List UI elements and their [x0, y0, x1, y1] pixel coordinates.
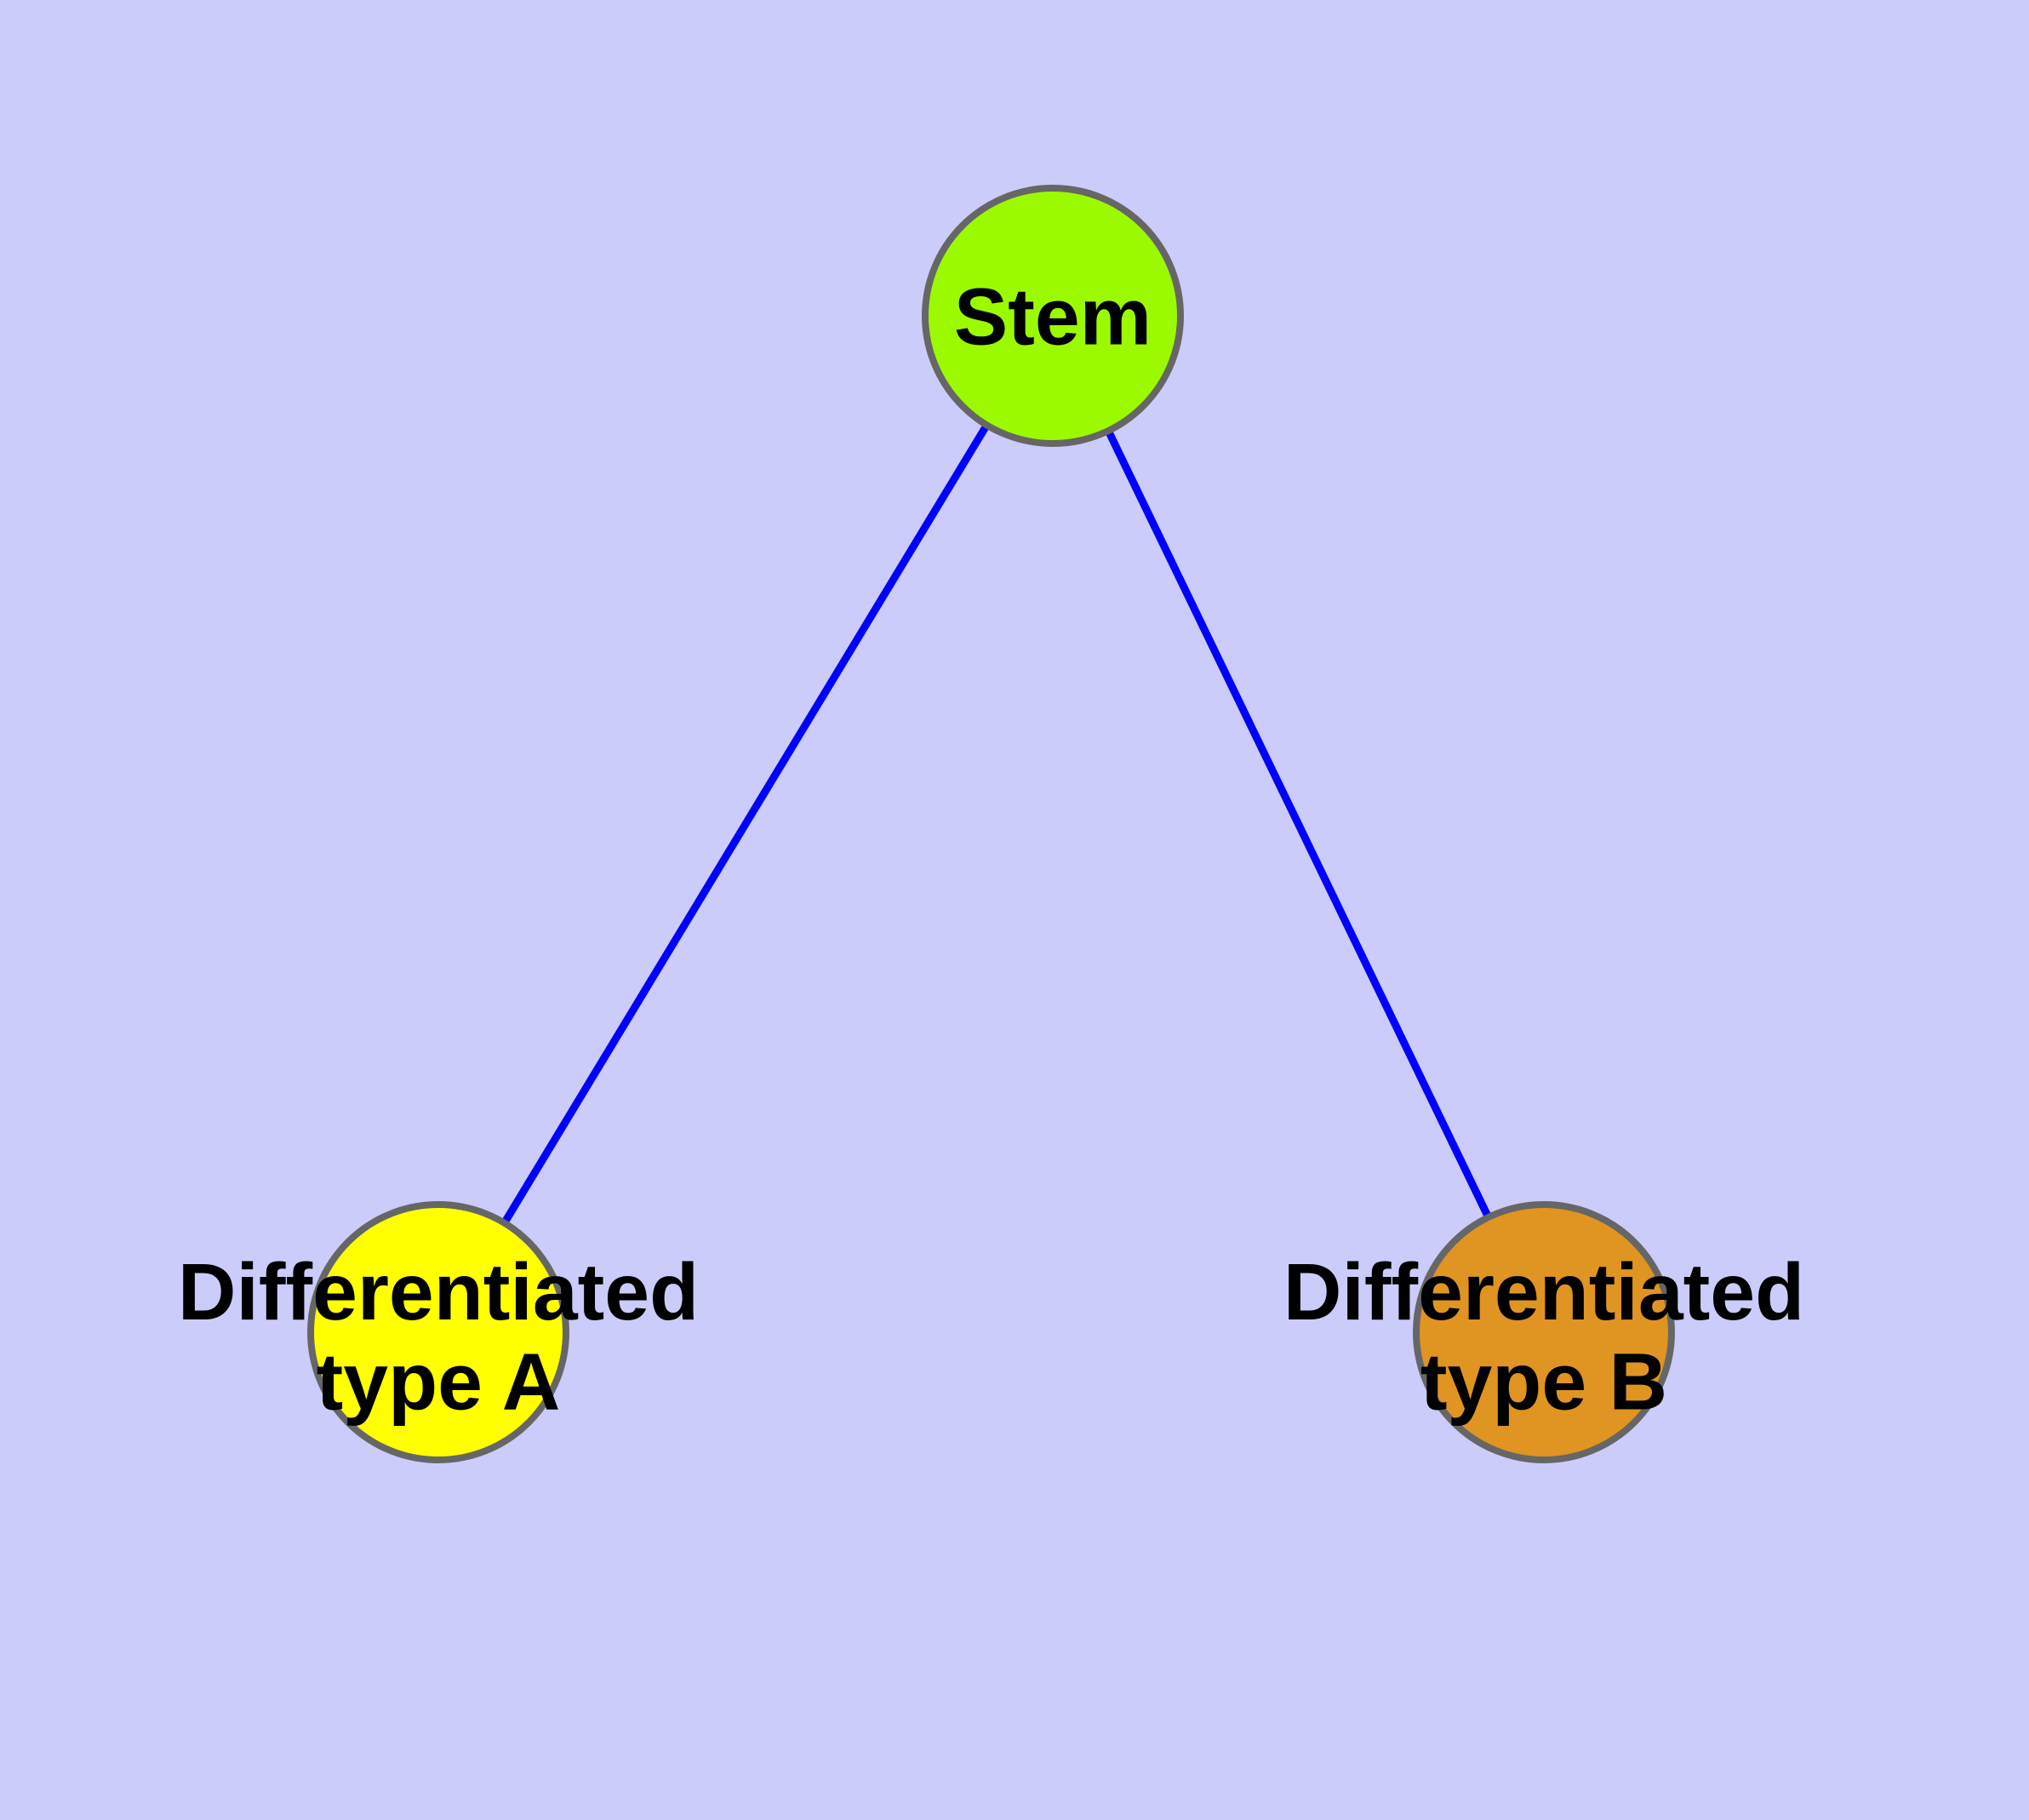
edge-stem-to-differentiated-type-a[interactable]: [435, 313, 1056, 1335]
node-differentiated-type-a-label-line2: type A: [317, 1336, 561, 1427]
edge-stem-to-differentiated-type-b[interactable]: [1049, 314, 1548, 1334]
label-layer: Stem Differentiated type A Differentiate…: [178, 272, 1804, 1427]
node-stem-circle[interactable]: [922, 185, 1184, 447]
node-differentiated-type-b-label-line2: type B: [1420, 1336, 1667, 1427]
node-layer: [307, 185, 1675, 1463]
edge-layer: [435, 313, 1548, 1335]
node-differentiated-type-b-circle[interactable]: [1413, 1201, 1675, 1463]
node-differentiated-type-a-circle[interactable]: [307, 1201, 569, 1463]
node-stem-label: Stem: [954, 272, 1152, 362]
node-differentiated-type-b-label-line1: Differentiated: [1283, 1247, 1804, 1337]
node-differentiated-type-a-label-line1: Differentiated: [178, 1247, 699, 1337]
